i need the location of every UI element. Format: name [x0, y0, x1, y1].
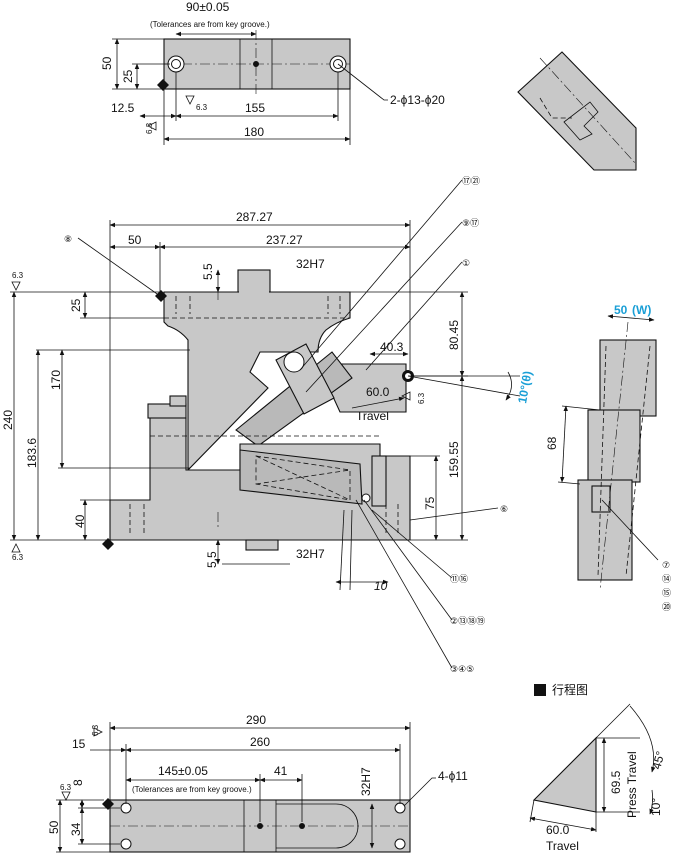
dimension-label: 12.5 [111, 101, 135, 115]
dimension-label: Travel [356, 409, 389, 423]
dimension-label: 159.55 [447, 441, 461, 478]
side-upper [599, 339, 657, 417]
dimension-label: ⑥ [500, 504, 508, 514]
dimension-label: 68 [545, 436, 559, 450]
dimension-label: 4-ϕ11 [438, 769, 468, 783]
corner-detail [517, 51, 637, 171]
top-view: 90±0.05 (Tolerances are from key groove.… [100, 0, 445, 145]
dimension-label: ⑳ [662, 602, 671, 612]
dimension-label: Press Travel [625, 751, 639, 818]
dimension-label: Travel [546, 839, 579, 853]
dimension-label: (W) [632, 303, 651, 317]
dimension-label: 50 [100, 56, 114, 70]
dimension-label: 6.3 [12, 271, 24, 280]
dimension-label: 5.5 [201, 263, 215, 280]
datum-marker-lower [102, 538, 114, 550]
dimension-label: 10° [649, 798, 663, 816]
dimension-label: 180 [244, 125, 264, 139]
dimension-label: 10°(θ) [515, 370, 534, 405]
dimension-label: 60.0 [366, 385, 390, 399]
dimension-label: 5.5 [205, 551, 219, 568]
dimension-label: ⑭ [662, 574, 671, 584]
lower-key [245, 539, 279, 551]
dimension-label: 50 [47, 820, 61, 834]
dimension-label: ⑨⑰ [462, 218, 479, 228]
datum-marker [157, 79, 169, 91]
dimension-label: 45° [649, 749, 667, 770]
datum-marker-bottom [102, 798, 114, 810]
datum-marker-upper [155, 290, 167, 302]
dimension-label: 25 [69, 298, 83, 312]
stroke-diagram: 行程图 69.5 Press Travel 45° 10° 60.0 Trave… [529, 682, 668, 853]
dimension-label: ⑮ [662, 588, 671, 598]
dimension-label: 6.3 [60, 783, 72, 792]
dimension-label: 2-ϕ13-ϕ20 [390, 93, 445, 107]
bottom-view: 290 15 260 145±0.05 (Tolerances are from… [47, 713, 468, 853]
dimension-label: ⑦ [662, 560, 670, 570]
dimension-label: 6.3 [196, 103, 208, 112]
dimension-label: ②⑬⑱⑲ [450, 616, 485, 626]
dimension-label: 6.3 [145, 122, 154, 134]
dimension-label: 6.3 [91, 724, 100, 736]
dimension-label: 10 [374, 579, 388, 593]
dimension-label: ⑧ [64, 234, 72, 244]
dimension-label: 90±0.05 [186, 0, 230, 14]
dimension-label: 287.27 [236, 210, 273, 224]
dimension-label: 155 [245, 101, 265, 115]
dimension-label: ⑪⑯ [450, 574, 468, 584]
dimension-label: 170 [49, 370, 63, 390]
dimension-label: 69.5 [609, 770, 623, 794]
upper-cam-body [163, 291, 351, 472]
dimension-label: 32H7 [296, 257, 325, 271]
dimension-label: 260 [250, 735, 270, 749]
dimension-label: ① [462, 258, 470, 268]
dimension-label: ⑰㉑ [462, 176, 480, 186]
dimension-label: 40.3 [380, 340, 404, 354]
dimension-label: 240 [1, 410, 15, 430]
dimension-label: 15 [72, 737, 86, 751]
dimension-label: 8 [71, 779, 85, 786]
dimension-label: 6.3 [417, 392, 426, 404]
dimension-label: ③④⑤ [450, 664, 474, 674]
dimension-label: 25 [121, 69, 135, 83]
dimension-label: 80.45 [447, 320, 461, 350]
dimension-label: 290 [246, 713, 266, 727]
dimension-label: 34 [69, 822, 83, 836]
dimension-label: 145±0.05 [158, 764, 208, 778]
dimension-label: 60.0 [546, 823, 570, 837]
dimension-label: 行程图 [552, 682, 588, 697]
dimension-label: 183.6 [25, 438, 39, 468]
dimension-label: (Tolerances are from key groove.) [132, 785, 252, 794]
front-view: 287.27 50 237.27 5.5 32H7 25 240 170 183… [1, 176, 535, 674]
dimension-label: 40 [73, 514, 87, 528]
dimension-label: (Tolerances are from key groove.) [150, 20, 270, 29]
dimension-label: 32H7 [296, 547, 325, 561]
dimension-label: 41 [274, 764, 288, 778]
legend-square [534, 684, 546, 696]
dimension-label: 75 [423, 496, 437, 510]
dimension-label: 6.3 [12, 553, 24, 562]
dimension-label: 50 [614, 303, 628, 317]
center-hole [253, 61, 259, 67]
stroke-triangle [532, 736, 597, 813]
dimension-label: 50 [128, 233, 142, 247]
dimension-label: 237.27 [266, 233, 303, 247]
side-view: 50 (W) 68 ⑦ ⑭ ⑮ ⑳ [545, 303, 671, 612]
dimension-label: 32H7 [359, 767, 373, 796]
